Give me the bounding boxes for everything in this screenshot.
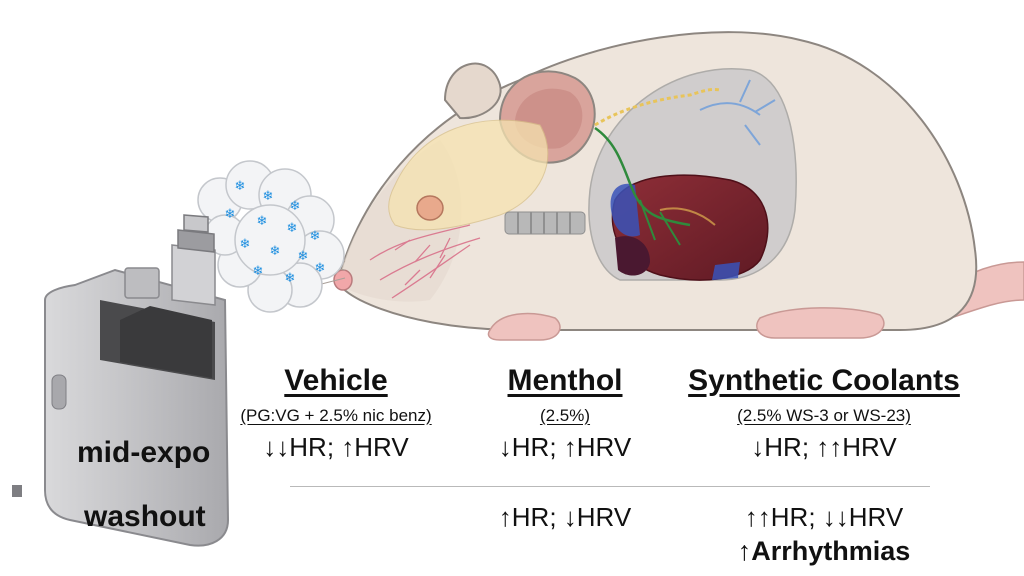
vehicle-subtitle: (PG:VG + 2.5% nic benz) [240, 406, 432, 425]
row-label-washout: washout [84, 500, 206, 533]
row-label-mid-expo: mid-expo [77, 436, 211, 469]
vape-device-icon [12, 214, 230, 547]
svg-text:❄: ❄ [270, 244, 281, 259]
svg-text:❄: ❄ [298, 249, 309, 264]
snowflake-icon: ❄❄❄ ❄❄❄❄ ❄❄❄ ❄❄❄ [225, 179, 326, 286]
svg-text:❄: ❄ [315, 261, 326, 276]
svg-text:❄: ❄ [225, 207, 236, 222]
vehicle-title: Vehicle [284, 364, 388, 397]
svg-text:❄: ❄ [287, 221, 298, 236]
eye-icon [416, 195, 444, 221]
cell-menthol-mid-expo: ↓HR; ↑HRV [498, 432, 632, 462]
svg-text:❄: ❄ [290, 199, 301, 214]
nerve-icon [369, 224, 481, 299]
svg-text:❄: ❄ [263, 189, 274, 204]
cell-coolants-mid-expo: ↓HR; ↑↑HRV [751, 432, 897, 462]
svg-text:❄: ❄ [257, 214, 268, 229]
synthetic-coolants-subtitle: (2.5% WS-3 or WS-23) [737, 406, 911, 425]
svg-text:❄: ❄ [240, 237, 251, 252]
svg-text:❄: ❄ [310, 229, 321, 244]
svg-text:❄: ❄ [235, 179, 246, 194]
vapor-cloud-icon: ❄❄❄ ❄❄❄❄ ❄❄❄ ❄❄❄ [197, 160, 345, 313]
svg-text:❄: ❄ [285, 271, 296, 286]
cell-menthol-washout: ↑HR; ↓HRV [498, 502, 632, 532]
cell-vehicle-mid-expo: ↓↓HR; ↑HRV [263, 432, 409, 462]
menthol-subtitle: (2.5%) [539, 406, 591, 425]
arrhythmias-note: ↑Arrhythmias [737, 536, 911, 566]
row-divider [290, 486, 930, 487]
heart-icon [610, 174, 769, 281]
cell-coolants-washout: ↑↑HR; ↓↓HRV [744, 502, 904, 532]
vessel-icon [699, 79, 776, 146]
synthetic-coolants-title: Synthetic Coolants [688, 364, 960, 397]
mouse-illustration [294, 31, 1024, 341]
menthol-title: Menthol [507, 364, 623, 397]
trachea-icon [504, 211, 586, 235]
svg-text:❄: ❄ [253, 264, 264, 279]
